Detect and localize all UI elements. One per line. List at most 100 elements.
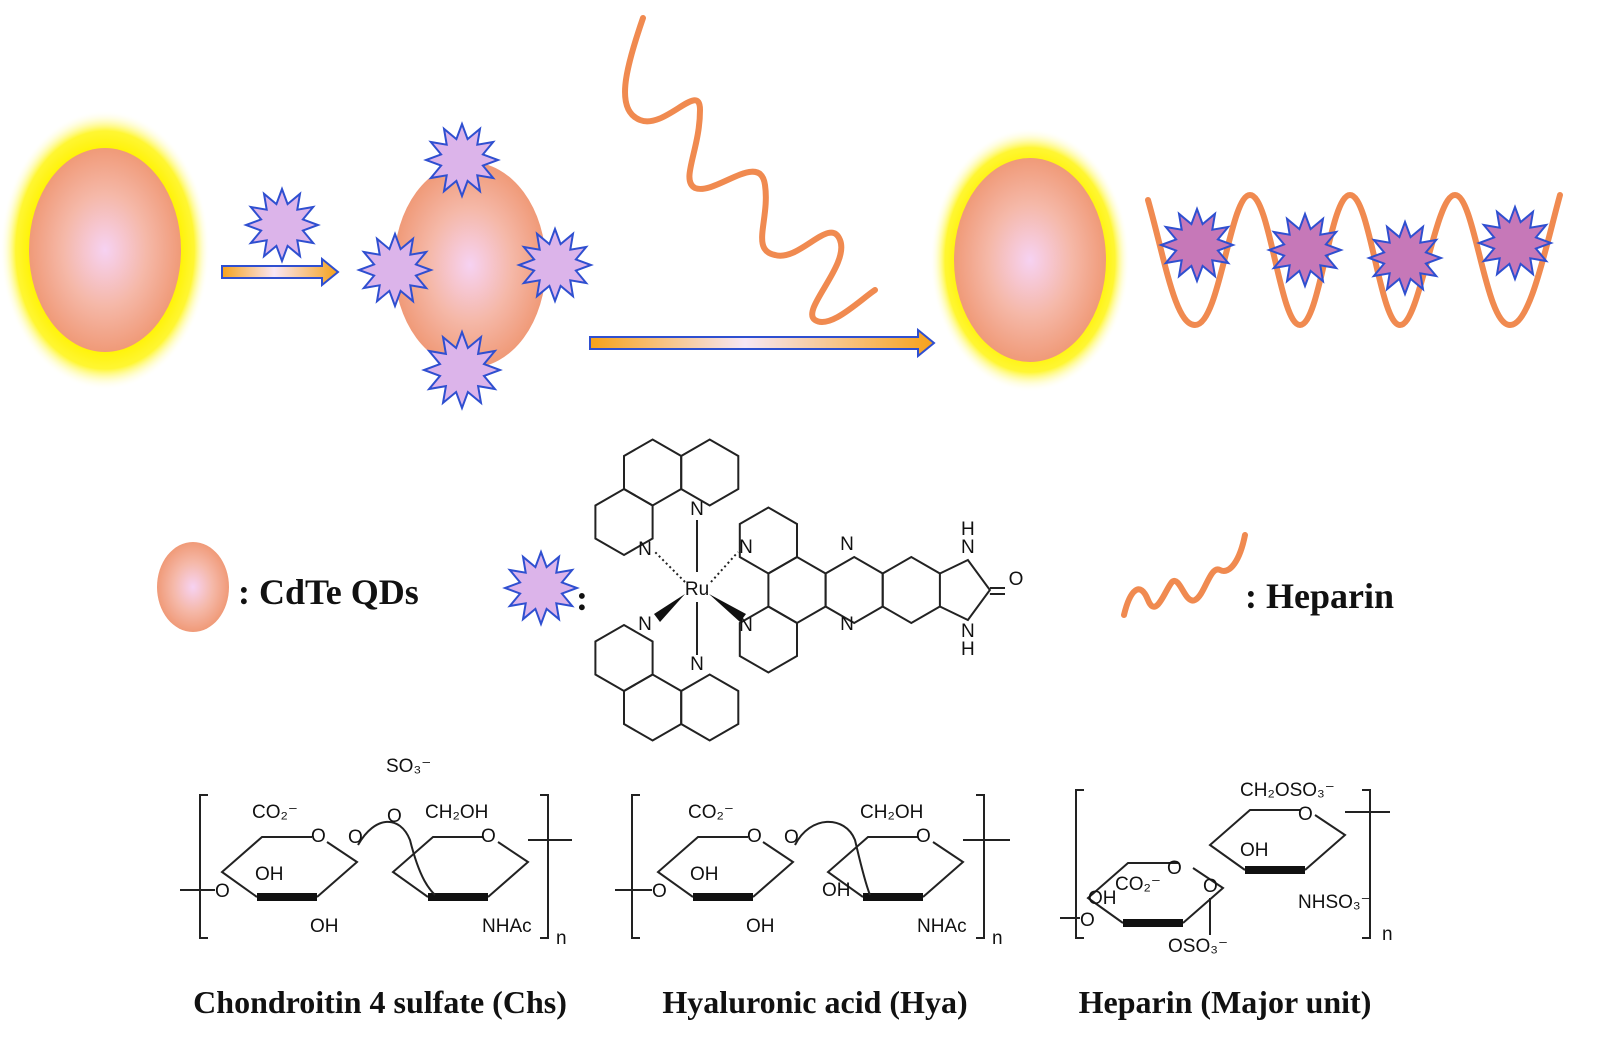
hya-group: OH (746, 916, 775, 937)
sugar-ring (220, 836, 312, 898)
hya-group: OH (690, 864, 719, 885)
aromatic-ring (738, 506, 798, 575)
glycosidic-link (794, 820, 871, 896)
aromatic-ring (767, 555, 827, 625)
heparin-group: CO₂⁻ (1115, 874, 1161, 895)
heparin-group: O (1203, 876, 1218, 897)
polymer-bracket (631, 794, 640, 939)
chs-group: OH (255, 864, 284, 885)
legend-ru-colon: : (576, 578, 588, 618)
nitrogen-atom: N (840, 534, 854, 555)
hydrogen-atom: H (961, 639, 975, 660)
hya-group: O (784, 827, 799, 848)
hydrogen-atom: H (961, 519, 975, 540)
heparin-name: Heparin (Major unit) (1079, 984, 1372, 1020)
ru-n-wedge-bond (709, 594, 746, 622)
ruthenium-atom: Ru (685, 579, 709, 600)
ru-n-wedge-bond (654, 594, 685, 622)
ru-complex-star-icon (243, 186, 321, 264)
sugar-ring (1304, 814, 1347, 871)
sugar-ring (826, 836, 918, 898)
sugar-ring (1208, 809, 1300, 871)
sugar-ring (487, 841, 530, 898)
cdte-qd-recovered (954, 158, 1106, 362)
sugar-ring (1086, 862, 1178, 924)
heparin-chain-bound (1145, 191, 1563, 329)
aromatic-ring (824, 555, 884, 625)
sugar-ring (391, 836, 483, 898)
ru-n-hashed-bond (654, 551, 686, 583)
ru-complex-star-icon (1366, 219, 1444, 297)
hya-group: n (992, 928, 1003, 949)
chs-group: CH₂OH (425, 802, 488, 823)
heparin-group: n (1382, 924, 1393, 945)
ru-complex-star-icon (502, 549, 580, 627)
sugar-ring (752, 841, 795, 898)
heparin-structure: CH₂OSO₃⁻ O OH NHSO₃⁻ O O CO₂⁻ OH O OSO₃⁻… (1079, 780, 1393, 1020)
heparin-chain-free (622, 15, 878, 325)
heparin-group: O (1167, 858, 1182, 879)
chs-name: Chondroitin 4 sulfate (Chs) (193, 984, 567, 1020)
hya-group: NHAc (917, 916, 967, 937)
hya-group: CO₂⁻ (688, 802, 734, 823)
chs-group: n (556, 928, 567, 949)
hya-name: Hyaluronic acid (Hya) (662, 984, 967, 1020)
legend-heparin-label: : Heparin (1245, 576, 1394, 616)
ru-n-hashed-bond (710, 551, 739, 583)
nitrogen-atom: N (690, 654, 704, 675)
polymer-bracket (540, 794, 549, 939)
chs-group: CO₂⁻ (252, 802, 298, 823)
sugar-ring (656, 836, 748, 898)
polymer-bracket (1362, 789, 1371, 939)
ru-complex-star-icon (421, 329, 503, 411)
nitrogen-atom: N (739, 615, 753, 636)
heparin-group: CH₂OSO₃⁻ (1240, 780, 1335, 801)
legend-heparin-icon (1121, 532, 1248, 618)
ru-complex-star-icon (1476, 204, 1554, 282)
sugar-ring (316, 841, 359, 898)
chs-group: O (481, 826, 496, 847)
polymer-bracket (976, 794, 985, 939)
saccharide-structures: CO₂⁻ O OH OH O O SO₃⁻ O CH₂OH O NHAc n C… (180, 756, 1393, 1020)
heparin-group: O (1080, 910, 1095, 931)
nitrogen-atom: N (961, 537, 975, 558)
heparin-group: O (1298, 804, 1313, 825)
nitrogen-atom: N (638, 614, 652, 635)
nitrogen-atom: N (638, 539, 652, 560)
aromatic-ring (623, 673, 683, 742)
nitrogen-atom: N (739, 537, 753, 558)
heparin-group: NHSO₃⁻ (1298, 892, 1371, 913)
legend-qd-label: : CdTe QDs (238, 572, 419, 612)
sugar-ring (1182, 867, 1225, 924)
legend-qd-icon (157, 542, 229, 632)
hya-group: O (916, 826, 931, 847)
nitrogen-atom: N (840, 614, 854, 635)
cdte-qd-quenched (394, 162, 546, 368)
aromatic-ring (738, 605, 798, 674)
sugar-ring (922, 841, 965, 898)
ru-complex-star-icon (423, 121, 501, 199)
glycosidic-link (357, 820, 436, 896)
polymer-bracket (199, 794, 208, 939)
chs-group: SO₃⁻ (386, 756, 431, 777)
reaction-arrow-1 (221, 256, 340, 288)
polymer-bracket (1075, 789, 1084, 939)
chs-group: NHAc (482, 916, 532, 937)
ru-complex-star-icon (1158, 206, 1236, 284)
reaction-scheme (0, 15, 1563, 411)
oxygen-atom: O (1009, 569, 1024, 590)
heparin-group: OSO₃⁻ (1168, 936, 1228, 957)
reaction-arrow-2 (589, 327, 936, 359)
chs-group: O (348, 827, 363, 848)
aromatic-ring (680, 673, 740, 742)
chs-group: O (387, 806, 402, 827)
chs-group: OH (310, 916, 339, 937)
chs-group: O (311, 826, 326, 847)
aromatic-ring (680, 438, 740, 507)
ru-complex-star-icon (516, 226, 594, 304)
ru-complex-star-icon (1266, 211, 1344, 289)
hya-group: OH (822, 880, 851, 901)
